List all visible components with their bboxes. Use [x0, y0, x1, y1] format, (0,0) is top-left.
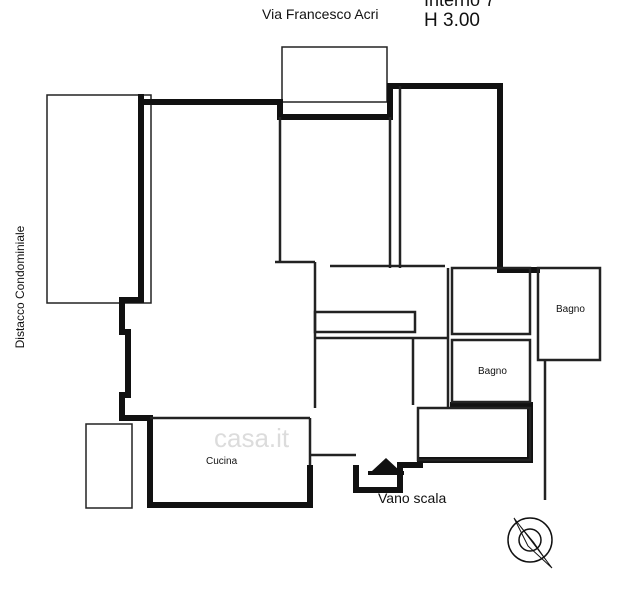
room-label-bagno-1: Bagno [556, 304, 585, 315]
bottom-left-balcony [85, 423, 133, 509]
stairs-label: Vano scala [378, 490, 447, 506]
street-label: Via Francesco Acri [262, 6, 379, 22]
room-label-cucina: Cucina [206, 456, 238, 467]
outer-wall-left [119, 102, 313, 508]
outer-wall-bottom [353, 402, 533, 493]
bathroom-1 [536, 266, 602, 362]
compass-icon [507, 517, 553, 569]
floor-label: Interno 7 [424, 0, 496, 10]
height-label: H 3.00 [424, 10, 480, 31]
watermark: casa.it [214, 423, 290, 453]
room-label-bagno-2: Bagno [478, 366, 507, 377]
stairs-symbol [368, 458, 404, 475]
top-balcony [281, 46, 388, 103]
outer-wall [138, 83, 540, 273]
side-label: Distacco Condominiale [13, 225, 27, 349]
left-balcony [46, 94, 152, 304]
